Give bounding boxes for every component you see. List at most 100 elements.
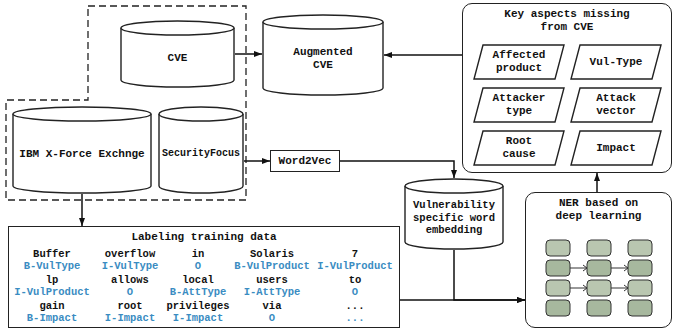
parallelogram-shape <box>571 88 661 122</box>
token-cell: root <box>117 300 142 312</box>
tag-cell: B-VulProduct <box>234 260 310 272</box>
connector-arrow <box>235 53 262 55</box>
token-cell: lp <box>46 274 59 286</box>
nn-cell <box>546 280 570 296</box>
token-cell: overflow <box>105 248 155 260</box>
tag-cell: I-AttType <box>244 286 301 298</box>
database-cylinder: Augmented CVE <box>262 14 384 96</box>
cylinder-body <box>263 22 383 95</box>
node-label: SecurityFocus <box>162 148 240 160</box>
database-cylinder: IBM X-Force Exchnge <box>12 106 152 194</box>
node-label: Affected product <box>489 49 549 75</box>
text-block: Impact <box>596 142 636 155</box>
group-heading: Key aspects missing from CVE <box>497 8 637 34</box>
text-block: Root cause <box>489 135 549 161</box>
parallelogram-shape <box>571 131 661 165</box>
node-label: Vulnerability specific word embedding <box>408 199 500 236</box>
token-cell: Buffer <box>33 248 71 260</box>
database-cylinder: CVE <box>120 20 235 88</box>
aspect-parallelogram: Attack vector <box>570 87 662 123</box>
nn-cell <box>546 300 570 316</box>
cylinder-top <box>121 21 234 35</box>
text-block: Word2Vec <box>279 155 332 168</box>
connector-arrow <box>384 54 462 56</box>
text-block: Labeling training data <box>131 231 276 244</box>
tag-cell: I-VulProduct <box>14 286 90 298</box>
text-block: CVE <box>168 52 188 65</box>
token-cell: via <box>263 300 282 312</box>
tag-cell: B-Impact <box>27 312 77 324</box>
node-label: Root cause <box>489 135 549 161</box>
nn-cell <box>587 260 611 276</box>
connector-arrow <box>340 161 454 178</box>
tag-cell: O <box>269 312 275 324</box>
tag-cell: ... <box>346 312 365 324</box>
nn-cell <box>587 280 611 296</box>
group-heading: NER based on deep learning <box>549 197 649 223</box>
nn-cell <box>546 260 570 276</box>
nn-cell <box>587 240 611 256</box>
node-label: Attacker type <box>489 92 549 118</box>
cylinder-body <box>405 186 503 249</box>
group-box: NER based on deep learning <box>525 192 672 328</box>
aspect-parallelogram: Impact <box>570 130 662 166</box>
nn-cell <box>628 260 652 276</box>
dashed-group-outline <box>6 6 246 200</box>
aspect-parallelogram: Root cause <box>473 130 565 166</box>
parallelogram-shape <box>571 45 661 79</box>
text-block: IBM X-Force Exchnge <box>19 148 144 161</box>
text-block: Vul-Type <box>590 56 643 69</box>
tag-cell: B-AttType <box>170 286 227 298</box>
nn-cell <box>546 240 570 256</box>
aspect-parallelogram: Affected product <box>473 44 565 80</box>
tag-cell: I-Impact <box>173 312 223 324</box>
token-cell: local <box>182 274 214 286</box>
cylinder-top <box>159 107 243 121</box>
tag-cell: O <box>127 286 133 298</box>
text-block: Attack vector <box>586 92 646 118</box>
neural-network-illustration <box>546 240 652 316</box>
cylinder-top <box>263 15 383 29</box>
nn-arrowhead <box>583 265 628 291</box>
tag-cell: I-VulProduct <box>317 260 393 272</box>
database-cylinder: Vulnerability specific word embedding <box>404 178 504 250</box>
cylinder-top <box>13 107 151 121</box>
token-cell: gain <box>39 300 64 312</box>
node-label: CVE <box>168 52 188 65</box>
cylinder-body <box>159 114 243 193</box>
nn-link <box>570 268 628 288</box>
parallelogram-shape <box>474 131 564 165</box>
nn-cell <box>628 300 652 316</box>
group-box: Key aspects missing from CVE Affected pro… <box>462 3 672 173</box>
connector-arrow <box>244 160 270 162</box>
tag-cell: O <box>195 260 201 272</box>
connector-arrow <box>596 173 598 192</box>
token-cell: users <box>256 274 288 286</box>
nn-cell <box>587 300 611 316</box>
tag-cell: I-Impact <box>105 312 155 324</box>
text-block: Affected product <box>489 49 549 75</box>
tag-cell: I-VulType <box>102 260 159 272</box>
nn-cell <box>628 280 652 296</box>
token-cell: ... <box>346 300 365 312</box>
token-cell: privileges <box>166 300 229 312</box>
cylinder-body <box>121 28 234 87</box>
token-cell: allows <box>111 274 149 286</box>
token-cell: in <box>192 248 205 260</box>
text-block: Attacker type <box>489 92 549 118</box>
text-block: SecurityFocus <box>162 148 240 160</box>
token-cell: Solaris <box>250 248 294 260</box>
node-label: Word2Vec <box>279 155 332 168</box>
parallelogram-shape <box>474 88 564 122</box>
nn-cell <box>628 240 652 256</box>
token-cell: to <box>349 274 362 286</box>
node-label: Impact <box>596 142 636 155</box>
aspect-parallelogram: Vul-Type <box>570 44 662 80</box>
connector-arrow <box>81 194 83 226</box>
connector-arrow <box>454 250 525 300</box>
token-cell: 7 <box>352 248 358 260</box>
node-label: IBM X-Force Exchnge <box>19 148 144 161</box>
group-heading: Labeling training data <box>131 231 276 244</box>
tag-cell: O <box>352 286 358 298</box>
database-cylinder: SecurityFocus <box>158 106 244 194</box>
